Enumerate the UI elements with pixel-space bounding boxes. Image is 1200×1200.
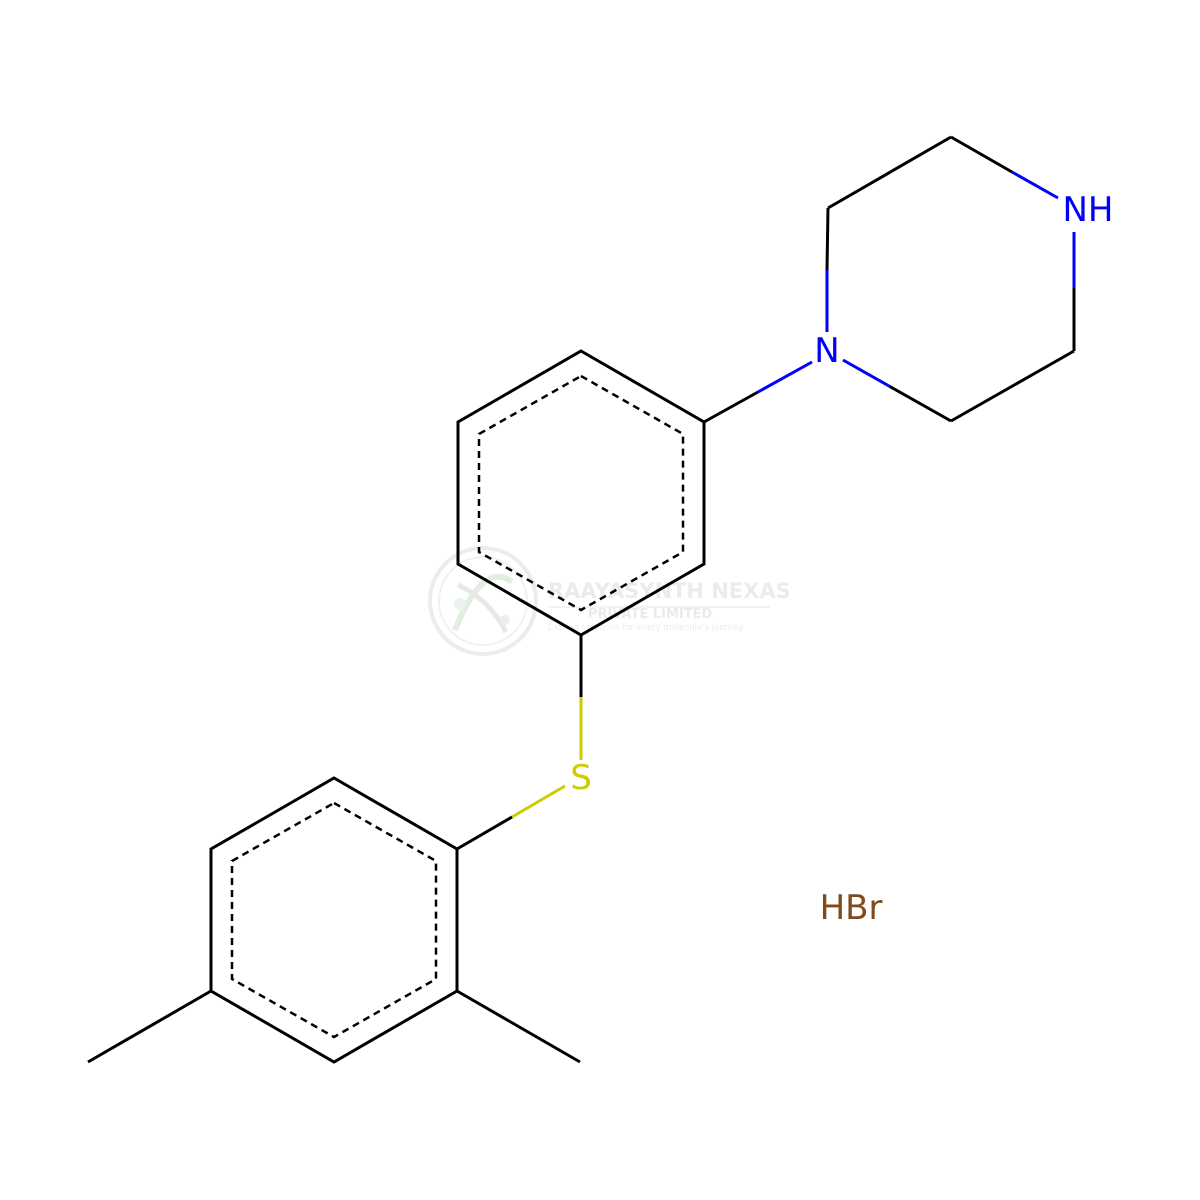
bond bbox=[888, 384, 952, 423]
bond bbox=[842, 358, 890, 388]
atom-label-s: S bbox=[570, 758, 592, 798]
bond bbox=[950, 349, 1075, 423]
bond bbox=[757, 360, 813, 394]
methyl-bond bbox=[456, 989, 581, 1064]
watermark-logo-icon bbox=[428, 546, 538, 656]
watermark: RAAYASYNTH NEXAS PRIVATE LIMITED Lasting… bbox=[428, 546, 791, 656]
bond bbox=[950, 135, 1013, 174]
atom-label-n: N bbox=[814, 331, 839, 371]
watermark-tagline: Lasting solutions for every molecule's j… bbox=[548, 623, 744, 633]
bond bbox=[827, 135, 952, 210]
bond bbox=[1011, 170, 1059, 200]
ring-aromatic-dashes bbox=[477, 374, 685, 612]
bond bbox=[456, 815, 513, 851]
salt-label: HBr bbox=[820, 888, 883, 928]
phenyl-ring-lower bbox=[209, 776, 459, 1064]
piperazine-ring bbox=[825, 135, 1076, 423]
atom-label-nh: NH bbox=[1063, 190, 1114, 230]
bond bbox=[703, 390, 759, 424]
methyl-bond bbox=[87, 989, 212, 1064]
bond bbox=[511, 784, 566, 819]
watermark-line2: PRIVATE LIMITED bbox=[588, 607, 713, 622]
bond bbox=[825, 207, 830, 271]
ring-aromatic-dashes bbox=[230, 801, 438, 1039]
ring-outline bbox=[209, 776, 459, 1064]
